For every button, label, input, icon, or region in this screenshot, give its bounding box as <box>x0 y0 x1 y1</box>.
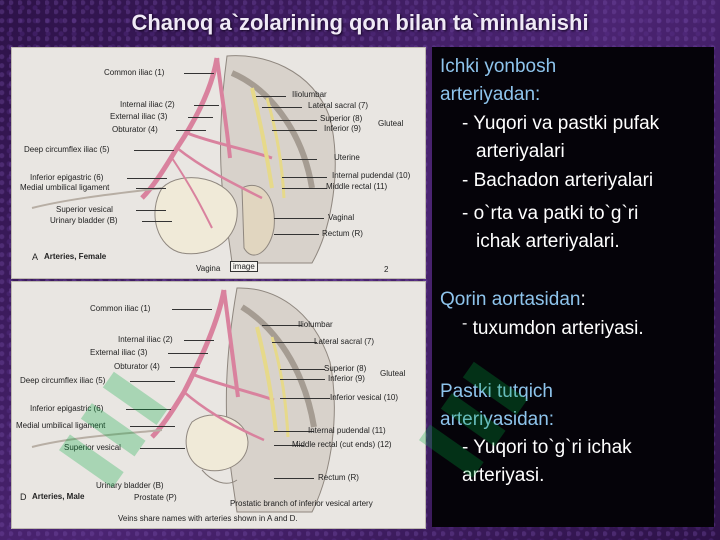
page-number: 2 <box>384 265 389 274</box>
figure-arteries-female: Common iliac (1) Internal iliac (2) Exte… <box>11 47 426 279</box>
label-internal-iliac: Internal iliac (2) <box>120 100 175 109</box>
label-rectum: Rectum (R) <box>322 229 363 238</box>
label-medial-umbilical-ligament: Medial umbilical ligament <box>20 183 110 192</box>
label-vaginal: Vaginal <box>328 213 355 222</box>
list-item-vesical-arteries: - Yuqori va pastki pufak arteriyalari <box>462 113 660 162</box>
figure-arteries-male: Common iliac (1) Internal iliac (2) Exte… <box>11 281 426 529</box>
panel-title-a: Arteries, Female <box>44 252 107 261</box>
section-heading-inferior-mesenteric: Pastki tutqich arteriyasidan: <box>440 381 555 430</box>
label-superior-vesical: Superior vesical <box>56 205 113 214</box>
image-tag: image <box>230 261 258 272</box>
figure-caption: Veins share names with arteries shown in… <box>118 514 298 523</box>
label-superior-gluteal-male: Superior (8) <box>324 364 367 373</box>
label-external-iliac: External iliac (3) <box>110 112 168 121</box>
label-obturator: Obturator (4) <box>112 125 158 134</box>
label-middle-rectal: Middle rectal (11) <box>326 182 388 191</box>
list-item-rectal-arteries: - o`rta va patki to`g`ri ichak arteriyal… <box>462 203 639 252</box>
label-internal-pudendal-male: Internal pudendal (11) <box>308 426 386 435</box>
label-iliolumbar: Iliolumbar <box>292 90 327 99</box>
label-internal-pudendal: Internal pudendal (10) <box>332 171 411 180</box>
label-lateral-sacral: Lateral sacral (7) <box>308 101 369 110</box>
label-iliolumbar-male: Iliolumbar <box>298 320 333 329</box>
label-inferior-vesical: Inferior vesical (10) <box>330 393 399 402</box>
label-vagina: Vagina <box>196 264 221 273</box>
label-inferior-gluteal: Inferior (9) <box>324 124 361 133</box>
section-heading-internal-iliac: Ichki yonbosh arteriyadan: <box>440 56 557 105</box>
label-inferior-epigastric: Inferior epigastric (6) <box>30 173 104 182</box>
slide-title: Chanoq a`zolarining qon bilan ta`minlani… <box>131 10 589 35</box>
text-panel: Ichki yonbosh arteriyadan: - Yuqori va p… <box>432 47 714 527</box>
label-superior-vesical-male: Superior vesical <box>64 443 121 452</box>
label-medial-umbilical-ligament-male: Medial umbilical ligament <box>16 421 106 430</box>
label-internal-iliac-male: Internal iliac (2) <box>118 335 173 344</box>
panel-letter-a: A <box>32 252 39 262</box>
label-rectum-male: Rectum (R) <box>318 473 359 482</box>
panel-title-d: Arteries, Male <box>32 492 85 501</box>
label-urinary-bladder: Urinary bladder (B) <box>50 216 118 225</box>
label-superior-gluteal: Superior (8) <box>320 114 363 123</box>
label-uterine: Uterine <box>334 153 360 162</box>
label-urinary-bladder-male: Urinary bladder (B) <box>96 481 164 490</box>
list-item-ovarian-artery: - tuxumdon arteriyasi. <box>462 315 644 339</box>
label-common-iliac-male: Common iliac (1) <box>90 304 151 313</box>
label-middle-rectal-male: Middle rectal (cut ends) (12) <box>292 440 392 449</box>
section-heading-abdominal-aorta: Qorin aortasidan: <box>440 289 586 310</box>
label-gluteal-male: Gluteal <box>380 369 406 378</box>
anatomy-illustration-male <box>31 287 335 513</box>
label-deep-circumflex-iliac-male: Deep circumflex iliac (5) <box>20 376 106 385</box>
label-external-iliac-male: External iliac (3) <box>90 348 148 357</box>
label-prostate: Prostate (P) <box>134 493 177 502</box>
label-prostatic-branch: Prostatic branch of inferior vesical art… <box>230 499 373 508</box>
label-common-iliac: Common iliac (1) <box>104 68 165 77</box>
label-inferior-gluteal-male: Inferior (9) <box>328 374 365 383</box>
label-obturator-male: Obturator (4) <box>114 362 160 371</box>
panel-letter-d: D <box>20 492 27 502</box>
label-deep-circumflex-iliac: Deep circumflex iliac (5) <box>24 145 110 154</box>
label-lateral-sacral-male: Lateral sacral (7) <box>314 337 375 346</box>
list-item-superior-rectal-artery: - Yuqori to`g`ri ichak arteriyasi. <box>462 437 632 486</box>
label-gluteal: Gluteal <box>378 119 404 128</box>
list-item-uterine-arteries: - Bachadon arteriyalari <box>462 170 654 191</box>
anatomy-illustration-female <box>31 55 336 264</box>
label-inferior-epigastric-male: Inferior epigastric (6) <box>30 404 104 413</box>
